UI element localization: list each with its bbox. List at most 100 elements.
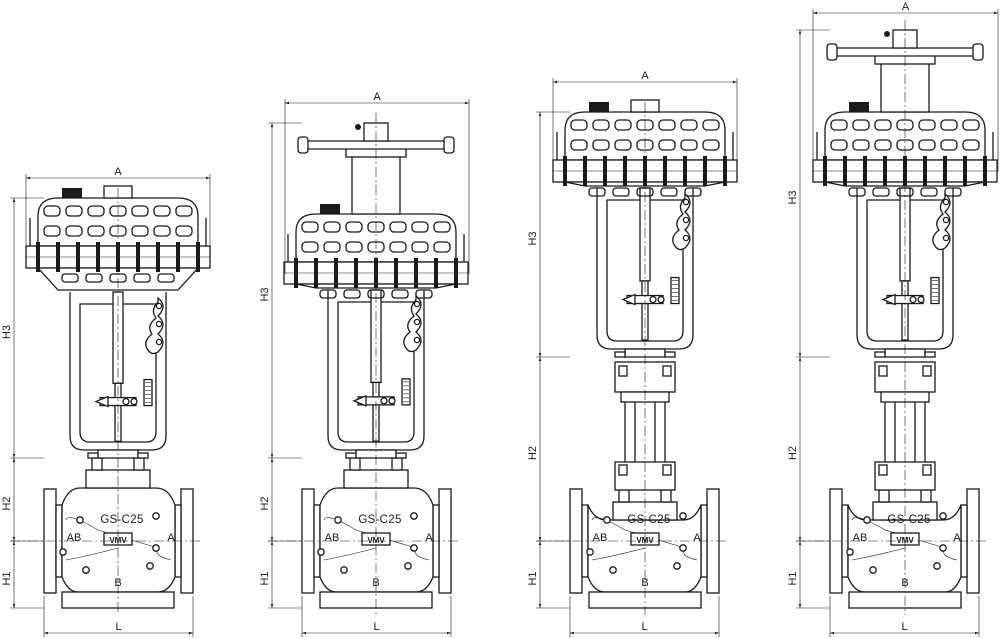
rib-low-0	[588, 187, 606, 197]
bonnet-nut-right	[660, 489, 672, 503]
travel-scale	[401, 378, 411, 406]
rib-low-0	[61, 273, 79, 283]
rib-low-3	[391, 289, 409, 299]
rib-mid-4	[918, 139, 936, 151]
rib-mid-2	[345, 241, 363, 253]
flange-bolt-6	[414, 258, 418, 288]
connector-bolt-1	[909, 295, 917, 304]
flange-bolt-0	[563, 156, 567, 186]
rib-top-1	[323, 221, 341, 233]
handwheel-knob	[884, 31, 890, 37]
body-bolt-0	[334, 516, 342, 524]
dim-h3-label: H3	[787, 190, 799, 204]
body-bolt-0	[863, 516, 871, 524]
yoke-bolt-right	[137, 452, 149, 459]
flange-bolt-7	[963, 156, 967, 186]
flange-bolt-0	[823, 156, 827, 186]
body-bolt-1	[410, 512, 418, 520]
flange-bolt-2	[603, 156, 607, 186]
body-partition-2	[591, 547, 646, 561]
dim-l-label: L	[115, 621, 121, 633]
logo-text: VMV	[367, 536, 385, 545]
handwheel-grip-left	[826, 43, 838, 61]
flange-bolt-1	[314, 258, 318, 288]
flange-bolt-7	[176, 242, 180, 272]
actuator-upper-casing	[37, 197, 199, 247]
flange-bolt-3	[96, 242, 100, 272]
body-bolt-5	[846, 548, 854, 556]
rib-top-4	[658, 119, 676, 131]
dim-h1-label: H1	[1, 571, 13, 585]
extension-nut-3	[922, 464, 932, 476]
flange-bolt-8	[983, 156, 987, 186]
logo-text: VMV	[896, 536, 914, 545]
flange-bolt-7	[703, 156, 707, 186]
vent-plug	[849, 102, 869, 112]
flange-bolt-5	[136, 242, 140, 272]
flange-bolt-7	[434, 258, 438, 288]
rib-top-6	[175, 205, 193, 217]
rib-mid-6	[433, 241, 451, 253]
linkage-hole-0	[942, 198, 950, 206]
rib-top-6	[962, 119, 980, 131]
rib-mid-2	[874, 139, 892, 151]
body-bolt-2	[82, 566, 90, 574]
body-bolt-0	[76, 516, 84, 524]
rib-mid-1	[852, 139, 870, 151]
travel-scale	[930, 276, 940, 305]
linkage-hole-2	[413, 336, 421, 344]
bonnet-nut-right	[391, 457, 403, 471]
rib-mid-1	[65, 225, 83, 237]
dim-a-label: A	[114, 166, 122, 178]
rib-mid-1	[323, 241, 341, 253]
flange-bolt-3	[354, 258, 358, 288]
port-ab-label: AB	[67, 532, 82, 544]
body-bolt-4	[679, 544, 687, 552]
rib-top-1	[852, 119, 870, 131]
vent-plug	[589, 102, 609, 112]
flange-bolt-2	[863, 156, 867, 186]
flange-bolt-8	[454, 258, 458, 288]
yoke-bolt-left	[874, 351, 886, 358]
rib-low-4	[415, 289, 433, 299]
flange-bolt-1	[583, 156, 587, 186]
dim-h1-label: H1	[527, 571, 539, 585]
actuator-upper-casing	[295, 213, 457, 263]
yoke-inner	[79, 303, 157, 443]
travel-scale	[670, 276, 680, 305]
flange-bolt-0	[36, 242, 40, 272]
indicator-pointer	[352, 394, 367, 407]
linkage-hole-1	[682, 216, 690, 224]
flange-bolt-8	[723, 156, 727, 186]
rib-top-2	[87, 205, 105, 217]
extension-nut-1	[922, 365, 932, 377]
rib-mid-6	[702, 139, 720, 151]
rib-top-5	[411, 221, 429, 233]
flange-bolt-2	[334, 258, 338, 288]
linkage-hole-0	[155, 302, 163, 310]
flange-bolt-4	[374, 258, 378, 288]
bonnet-nut-right	[133, 457, 145, 471]
rib-top-2	[614, 119, 632, 131]
bonnet-nut-left	[618, 489, 630, 503]
indicator-pointer	[94, 395, 109, 408]
rib-mid-2	[614, 139, 632, 151]
dim-h2-label: H2	[1, 496, 13, 510]
body-bolt-5	[586, 548, 594, 556]
flange-bolt-2	[76, 242, 80, 272]
rib-low-1	[872, 187, 890, 197]
rib-mid-6	[175, 225, 193, 237]
body-bolt-3	[404, 562, 412, 570]
rib-mid-4	[389, 241, 407, 253]
rib-mid-0	[43, 225, 61, 237]
logo-text: VMV	[109, 536, 127, 545]
rib-top-2	[345, 221, 363, 233]
vent-plug	[320, 204, 340, 214]
yoke-bolt-left	[345, 452, 357, 459]
body-bolt-2	[340, 566, 348, 574]
flange-bolt-3	[883, 156, 887, 186]
rib-mid-2	[87, 225, 105, 237]
